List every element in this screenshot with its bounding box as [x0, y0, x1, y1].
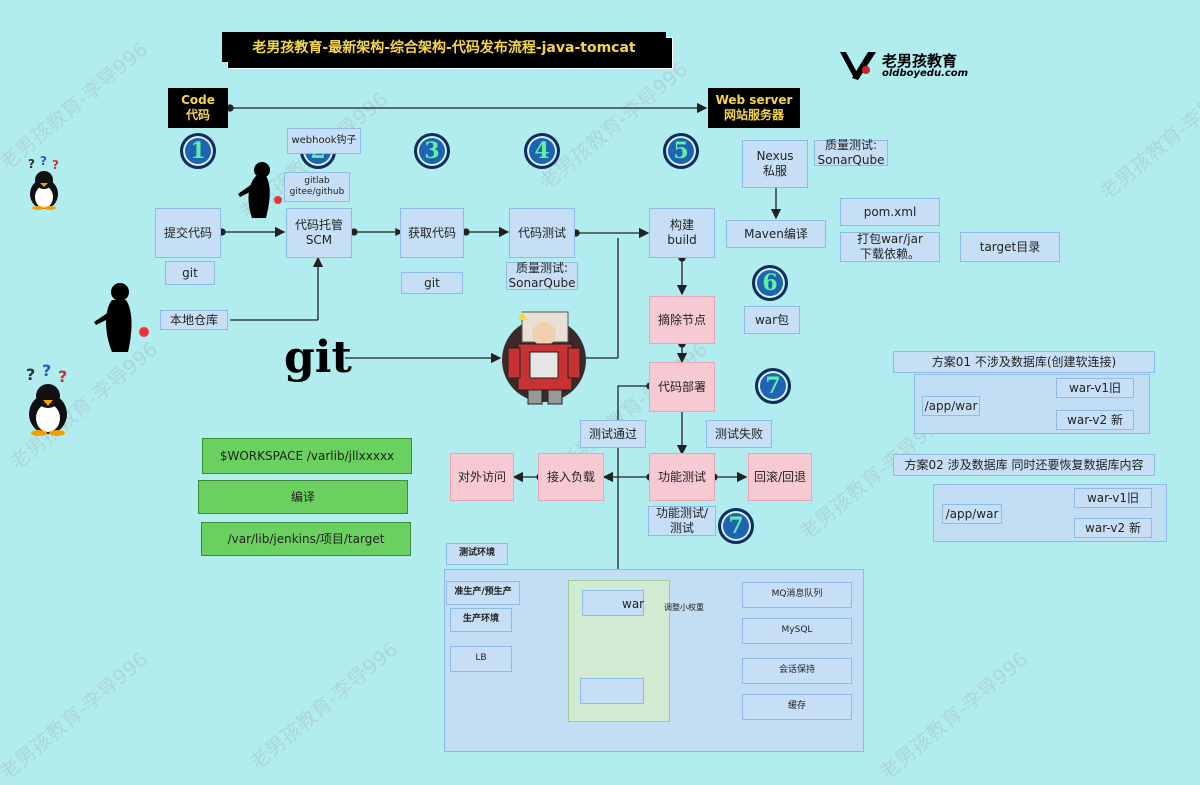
compile-box: 编译 [198, 480, 408, 514]
prod-env-box: 生产环境 [450, 608, 512, 632]
svg-text:?: ? [58, 367, 67, 386]
war-label: war [622, 597, 645, 611]
submit-code-box: 提交代码 [155, 208, 221, 258]
webhook-box: webhook钩子 [287, 128, 361, 154]
step-7-icon: 7 [755, 368, 791, 404]
target-dir-box: target目录 [960, 232, 1060, 262]
target-path-box: /var/lib/jenkins/项目/target [201, 522, 411, 556]
web-server-box: Web server 网站服务器 [708, 88, 800, 128]
step-3-icon: 3 [414, 133, 450, 169]
build-box: 构建 build [649, 208, 715, 258]
git-box-2: git [401, 272, 463, 294]
logo-v-icon [840, 52, 876, 80]
plan2-war-new: war-v2 新 [1074, 518, 1152, 538]
pom-box: pom.xml [840, 198, 940, 226]
plan1-title: 方案01 不涉及数据库(创建软连接) [893, 351, 1155, 373]
deploy-to-war-line [612, 385, 650, 580]
local-repo-box: 本地仓库 [160, 310, 228, 330]
workspace-box: $WORKSPACE /varlib/jllxxxxx [202, 438, 412, 474]
functional-test-box: 功能测试 [649, 453, 715, 501]
code-box: Code 代码 [168, 88, 228, 128]
svg-text:?: ? [40, 156, 47, 168]
step-1-icon: 1 [180, 133, 216, 169]
test-fail-box: 测试失败 [706, 420, 772, 448]
rollback-box: 回滚/回退 [748, 453, 812, 501]
session-box: 会话保持 [742, 658, 852, 684]
test-pass-box: 测试通过 [580, 420, 646, 448]
fetch-code-box: 获取代码 [400, 208, 464, 258]
functional-test-box-2: 功能测试/ 测试 [648, 506, 716, 536]
step-7b-icon: 7 [718, 508, 754, 544]
scm-box: 代码托管 SCM [286, 208, 352, 258]
maven-box: Maven编译 [726, 220, 826, 248]
svg-text:?: ? [26, 365, 35, 384]
plan2-war-old: war-v1旧 [1074, 488, 1152, 508]
war-package-box: war包 [744, 306, 800, 334]
svg-text:?: ? [52, 158, 59, 172]
logo-brand-text: 老男孩教育 [882, 52, 958, 70]
jenkins-robot-icon [502, 311, 586, 405]
svg-text:?: ? [42, 364, 51, 380]
nexus-box: Nexus 私服 [742, 140, 808, 188]
remove-node-box: 摘除节点 [649, 296, 715, 344]
plan1-app-war: /app/war [922, 396, 980, 416]
git-box: git [165, 261, 215, 285]
woman-silhouette-icon [238, 162, 282, 218]
gitlab-box: gitlab gitee/github [284, 172, 350, 202]
lb-box: LB [450, 646, 512, 672]
quality-test-box: 质量测试: SonarQube [506, 261, 578, 290]
plan1-war-old: war-v1旧 [1056, 378, 1134, 398]
deploy-box: 代码部署 [649, 362, 715, 412]
code-test-box: 代码测试 [509, 208, 575, 258]
penguin-icon: ? ? ? [28, 156, 59, 210]
plan1-war-new: war-v2 新 [1056, 410, 1134, 430]
svg-text:?: ? [28, 157, 35, 171]
woman-silhouette-icon [94, 283, 149, 352]
external-access-box: 对外访问 [450, 453, 514, 501]
step-4-icon: 4 [524, 133, 560, 169]
app-slot [580, 678, 644, 704]
brand-logo: 老男孩教育 oldboyedu.com [838, 48, 968, 86]
preprod-box: 准生产/预生产 [446, 581, 520, 605]
plan2-title: 方案02 涉及数据库 同时还要恢复数据库内容 [893, 454, 1155, 476]
cache-box: 缓存 [742, 694, 852, 720]
logo-site-text: oldboyedu.com [882, 68, 969, 79]
git-logo: git [284, 332, 352, 383]
war-slot [582, 590, 644, 616]
quality-test-box-2: 质量测试: SonarQube [814, 138, 888, 167]
package-box: 打包war/jar 下载依赖。 [840, 232, 940, 262]
plan2-app-war: /app/war [942, 504, 1002, 524]
test-env-box: 测试环境 [446, 543, 508, 565]
step-6-icon: 6 [752, 265, 788, 301]
page-title: 老男孩教育-最新架构-综合架构-代码发布流程-java-tomcat [222, 32, 666, 62]
step-5-icon: 5 [663, 133, 699, 169]
lb-attach-box: 接入负载 [538, 453, 604, 501]
weight-label: 调整小权重 [664, 603, 704, 612]
penguin-icon: ? ? ? [26, 364, 67, 436]
mq-box: MQ消息队列 [742, 582, 852, 608]
mysql-box: MySQL [742, 618, 852, 644]
